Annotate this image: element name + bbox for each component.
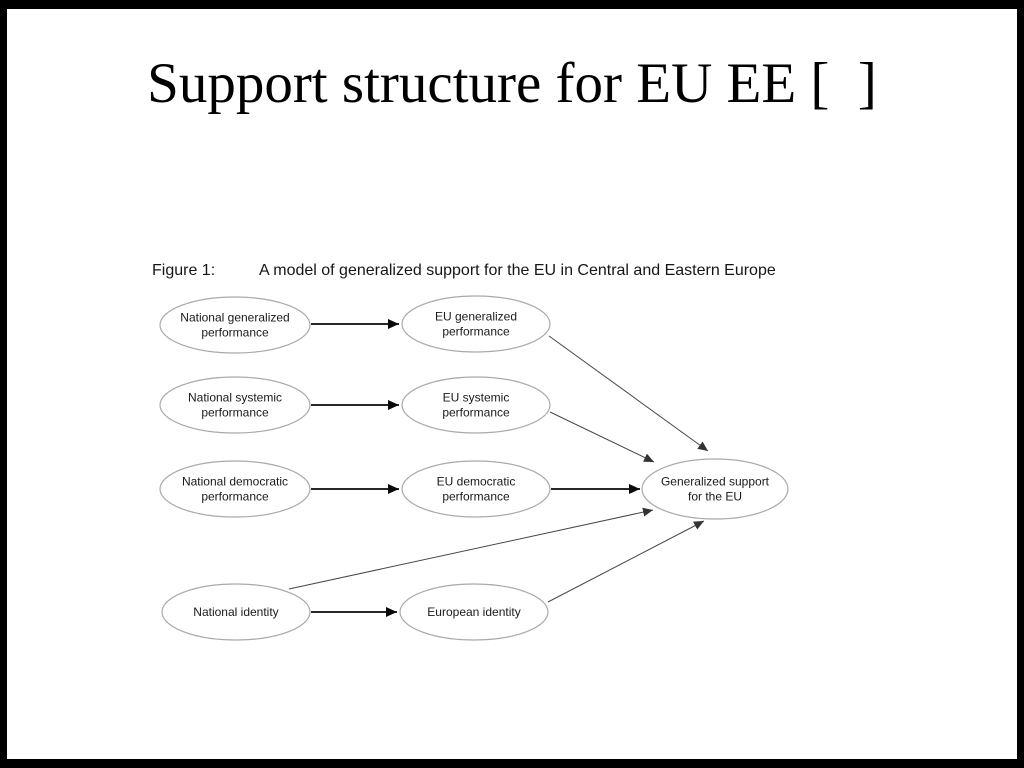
figure-caption-text: A model of generalized support for the E… bbox=[259, 262, 776, 279]
node-ellipse-eu-generalized-performance bbox=[401, 295, 551, 353]
node-ellipse-european-identity bbox=[399, 583, 549, 641]
edge-european-identity-to-generalized-support-eu bbox=[547, 520, 705, 603]
node-ellipse-national-generalized-performance bbox=[159, 296, 311, 354]
edge-eu-generalized-performance-to-generalized-support-eu bbox=[548, 335, 709, 452]
node-ellipse-generalized-support-eu bbox=[641, 458, 789, 520]
node-ellipse-national-identity bbox=[161, 583, 311, 641]
node-ellipse-eu-systemic-performance bbox=[401, 376, 551, 434]
slide-title: Support structure for EU EE [ ] bbox=[147, 52, 877, 115]
figure-caption-label: Figure 1: bbox=[152, 262, 216, 279]
edge-eu-systemic-performance-to-generalized-support-eu bbox=[549, 411, 655, 463]
node-ellipse-national-systemic-performance bbox=[159, 376, 311, 434]
figure-caption: Figure 1: A model of generalized support … bbox=[152, 261, 776, 280]
edge-national-identity-to-generalized-support-eu bbox=[288, 507, 654, 590]
node-ellipse-eu-democratic-performance bbox=[401, 460, 551, 518]
node-ellipse-national-democratic-performance bbox=[159, 460, 311, 518]
